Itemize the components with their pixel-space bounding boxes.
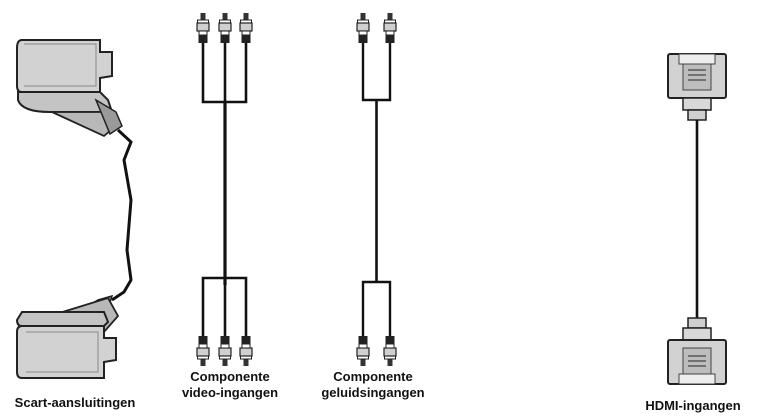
hdmi-cable <box>667 53 727 385</box>
hdmi-plug-top <box>667 53 727 121</box>
video-plug-bottom-3 <box>239 335 253 367</box>
audio-plug-top-2 <box>383 12 397 44</box>
video-plug-bottom-1 <box>196 335 210 367</box>
video-plug-top-1 <box>196 12 210 44</box>
component-video-label-line2: video-ingangen <box>181 385 279 400</box>
scart-plug-bottom <box>15 294 120 379</box>
hdmi-plug-bottom <box>667 317 727 385</box>
video-plug-top-3 <box>239 12 253 44</box>
scart-label-text: Scart-aansluitingen <box>14 395 136 410</box>
scart-cable <box>15 39 133 379</box>
component-audio-cable <box>356 12 397 367</box>
scart-label: Scart-aansluitingen <box>0 395 150 411</box>
component-video-cable <box>196 12 253 367</box>
video-plug-bottom-2 <box>218 335 232 367</box>
scart-plug-top <box>16 39 123 138</box>
hdmi-label-text: HDMI-ingangen <box>645 398 741 413</box>
component-audio-label: Componente geluidsingangen <box>298 369 448 401</box>
component-video-label: Componente video-ingangen <box>160 369 300 401</box>
video-plug-top-2 <box>218 12 232 44</box>
audio-plug-bottom-2 <box>383 335 397 367</box>
component-audio-label-line1: Componente <box>333 369 413 384</box>
audio-plug-bottom-1 <box>356 335 370 367</box>
hdmi-label: HDMI-ingangen <box>628 398 757 414</box>
audio-plug-top-1 <box>356 12 370 44</box>
component-audio-label-line2: geluidsingangen <box>321 385 425 400</box>
component-video-label-line1: Componente <box>190 369 270 384</box>
